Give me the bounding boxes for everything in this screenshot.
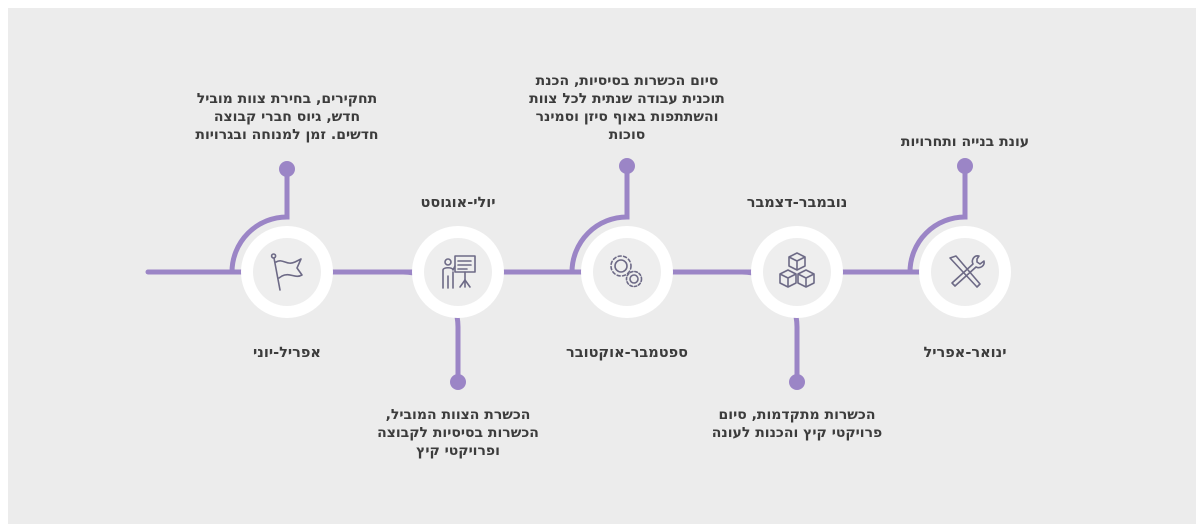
- gears-icon: [610, 255, 643, 288]
- cubes-icon: [779, 252, 815, 288]
- connector-stage-1: [229, 169, 290, 273]
- connector-dot-stage-5: [957, 158, 973, 174]
- stage-3-description-line: והשתתפות באוף סיזן וסמינר: [535, 109, 719, 125]
- tools-icon: [949, 255, 985, 288]
- connector-stage-3: [569, 166, 630, 273]
- stage-5-description: עונת בנייה ותחרויות: [880, 133, 1050, 151]
- stage-2-description: הכשרת הצוות המוביל, הכשרות בסיסיות לקבוצ…: [348, 406, 568, 460]
- connector-dot-stage-1: [279, 161, 295, 177]
- stage-node-2: [412, 226, 504, 318]
- stage-3-description-line: תוכנית עבודה שנתית לכל צוות: [529, 91, 725, 107]
- connector-dot-stage-4: [789, 374, 805, 390]
- stage-1-description-line: חדשים. זמן למנוחה ובגרויות: [195, 127, 379, 143]
- stage-3-description: סיום הכשרות בסיסיות, הכנת תוכנית עבודה ש…: [502, 72, 752, 144]
- stage-node-3: [581, 226, 673, 318]
- flag-icon: [270, 253, 303, 291]
- stage-3-period: ספטמבר-אוקטובר: [566, 345, 688, 361]
- stage-5-period: ינואר-אפריל: [923, 345, 1007, 361]
- stage-1-description-line: תחקירים, בחירת צוות מוביל: [196, 91, 378, 107]
- stage-5-description-line: עונת בנייה ותחרויות: [900, 134, 1030, 150]
- stage-3-description-line: סוכות: [608, 127, 646, 143]
- connector-dot-stage-2: [450, 374, 466, 390]
- stage-3-description-line: סיום הכשרות בסיסיות, הכנת: [535, 73, 719, 89]
- stage-2-description-line: ופרויקטי קיץ: [416, 443, 500, 459]
- stage-1-description: תחקירים, בחירת צוות מוביל חדש, גיוס חברי…: [172, 90, 402, 144]
- stage-2-description-line: הכשרות בסיסיות לקבוצה: [377, 425, 539, 441]
- stage-4-description: הכשרות מתקדמות, סיום פרויקטי קיץ והכנות …: [690, 406, 904, 442]
- stage-2-description-line: הכשרת הצוות המוביל,: [385, 407, 531, 423]
- stage-node-4: [751, 226, 843, 318]
- connector-dot-stage-3: [619, 158, 635, 174]
- stage-1-period: אפריל-יוני: [253, 345, 321, 361]
- presentation-icon: [442, 255, 476, 289]
- stage-node-1: [241, 226, 333, 318]
- stage-4-description-line: הכשרות מתקדמות, סיום: [718, 407, 876, 423]
- stage-4-description-line: פרויקטי קיץ והכנות לעונה: [711, 425, 883, 441]
- stage-4-period: נובמבר-דצמבר: [746, 195, 848, 211]
- connector-stage-5: [907, 166, 968, 273]
- stage-1-description-line: חדש, גיוס חברי קבוצה: [213, 109, 361, 125]
- stage-node-5: [919, 226, 1011, 318]
- stage-2-period: יולי-אוגוסט: [420, 195, 496, 211]
